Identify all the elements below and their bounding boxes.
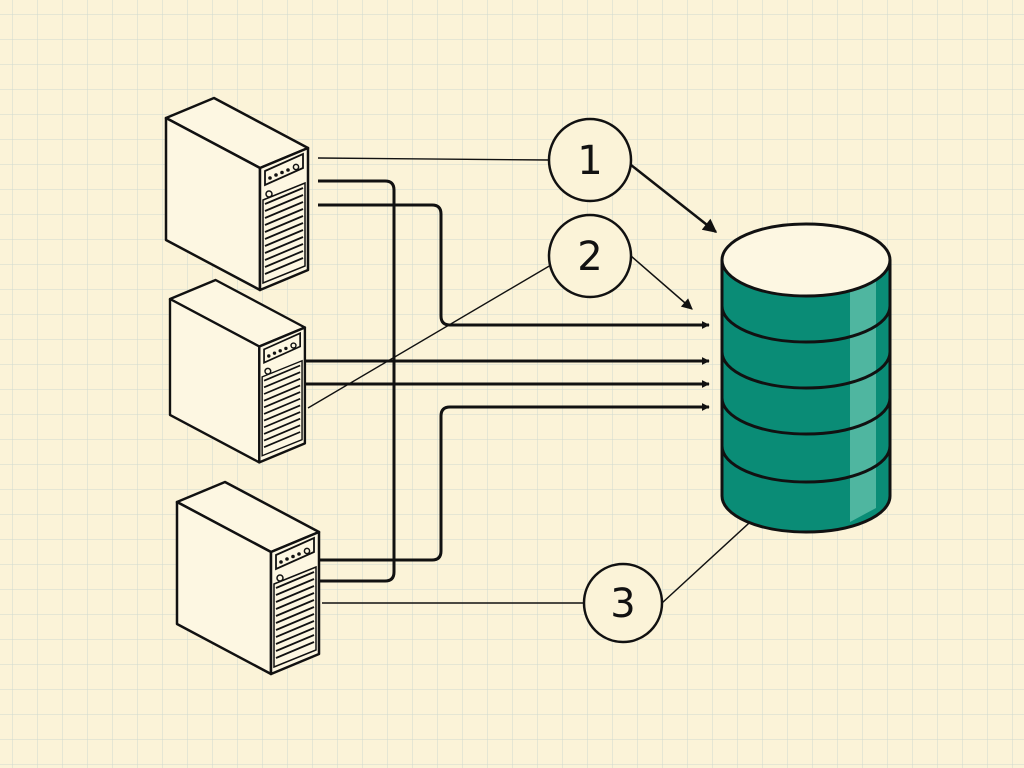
callout-1-arrow (630, 164, 718, 233)
database-disk-separator (720, 445, 892, 484)
callout-2-label: 2 (577, 234, 602, 280)
database-disk-separator (720, 397, 892, 436)
callout-2: 2 (547, 213, 633, 299)
callout-1: 1 (547, 117, 633, 203)
database-disk-separator (720, 305, 892, 344)
flow-loop-server-1-to-server-3 (318, 179, 396, 583)
connector-server-1-to-callout-1 (317, 157, 550, 161)
database-cylinder-icon (720, 222, 892, 534)
flow-server-1-to-database (318, 203, 710, 329)
data-flow-lines (304, 179, 710, 583)
database-disk-separator (720, 351, 892, 390)
callout-1-label: 1 (577, 138, 602, 184)
flow-server-3-to-database (320, 403, 710, 562)
callout-3-label: 3 (610, 581, 635, 627)
callout-3: 3 (582, 562, 664, 644)
callout-2-arrow (630, 255, 693, 310)
